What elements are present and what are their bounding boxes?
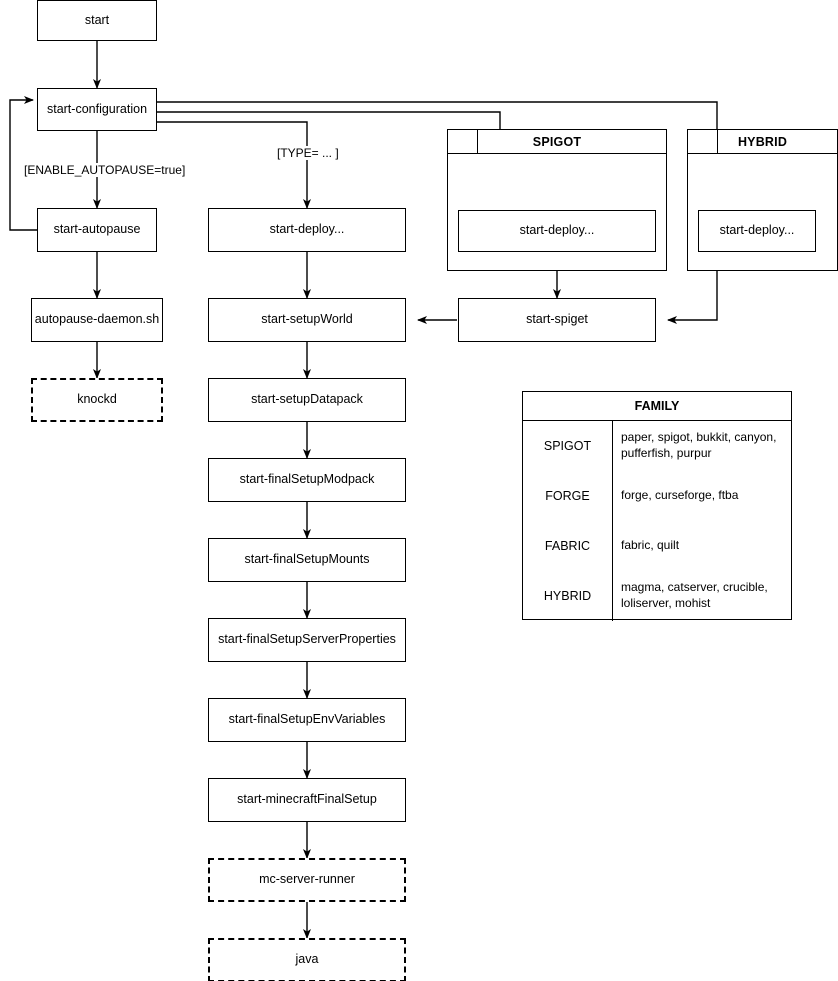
group-spigot-tab <box>448 130 478 154</box>
table-row: FORGE forge, curseforge, ftba <box>523 471 791 521</box>
node-start-autopause[interactable]: start-autopause <box>37 208 157 252</box>
family-table: FAMILY SPIGOT paper, spigot, bukkit, can… <box>522 391 792 621</box>
family-key-fabric: FABRIC <box>544 539 591 553</box>
node-start-final-setup-mounts[interactable]: start-finalSetupMounts <box>208 538 406 582</box>
edge-label-type: [TYPE= ... ] <box>275 146 341 160</box>
node-autopause-daemon[interactable]: autopause-daemon.sh <box>31 298 163 342</box>
family-value-fabric: fabric, quilt <box>621 538 680 553</box>
node-start-setup-world[interactable]: start-setupWorld <box>208 298 406 342</box>
family-table-header: FAMILY <box>523 392 791 421</box>
group-hybrid-tab <box>688 130 718 154</box>
family-value-spigot: paper, spigot, bukkit, canyon, pufferfis… <box>621 430 777 460</box>
node-start[interactable]: start <box>37 0 157 41</box>
edge-label-enable-autopause: [ENABLE_AUTOPAUSE=true] <box>22 163 188 177</box>
node-start-configuration[interactable]: start-configuration <box>37 88 157 131</box>
node-start-minecraft-final-setup[interactable]: start-minecraftFinalSetup <box>208 778 406 822</box>
group-spigot-title: SPIGOT <box>448 130 666 154</box>
node-start-setup-datapack[interactable]: start-setupDatapack <box>208 378 406 422</box>
node-mc-server-runner[interactable]: mc-server-runner <box>208 858 406 902</box>
family-table-column-divider <box>612 421 613 621</box>
family-table-body: SPIGOT paper, spigot, bukkit, canyon, pu… <box>523 421 791 621</box>
family-key-forge: FORGE <box>545 489 590 503</box>
node-knockd[interactable]: knockd <box>31 378 163 422</box>
node-start-final-setup-server-properties[interactable]: start-finalSetupServerProperties <box>208 618 406 662</box>
table-row: SPIGOT paper, spigot, bukkit, canyon, pu… <box>523 421 791 471</box>
table-row: FABRIC fabric, quilt <box>523 521 791 571</box>
family-key-hybrid: HYBRID <box>543 589 592 603</box>
node-start-final-setup-env-variables[interactable]: start-finalSetupEnvVariables <box>208 698 406 742</box>
family-value-forge: forge, curseforge, ftba <box>621 488 739 503</box>
family-value-hybrid: magma, catserver, crucible, loliserver, … <box>621 580 768 610</box>
family-key-spigot: SPIGOT <box>543 439 592 453</box>
group-hybrid-title: HYBRID <box>688 130 837 154</box>
node-start-deploy-hybrid[interactable]: start-deploy... <box>698 210 816 252</box>
node-start-deploy-main[interactable]: start-deploy... <box>208 208 406 252</box>
node-java[interactable]: java <box>208 938 406 981</box>
node-start-final-setup-modpack[interactable]: start-finalSetupModpack <box>208 458 406 502</box>
node-start-deploy-spigot[interactable]: start-deploy... <box>458 210 656 252</box>
table-row: HYBRID magma, catserver, crucible, lolis… <box>523 571 791 621</box>
node-start-spiget[interactable]: start-spiget <box>458 298 656 342</box>
